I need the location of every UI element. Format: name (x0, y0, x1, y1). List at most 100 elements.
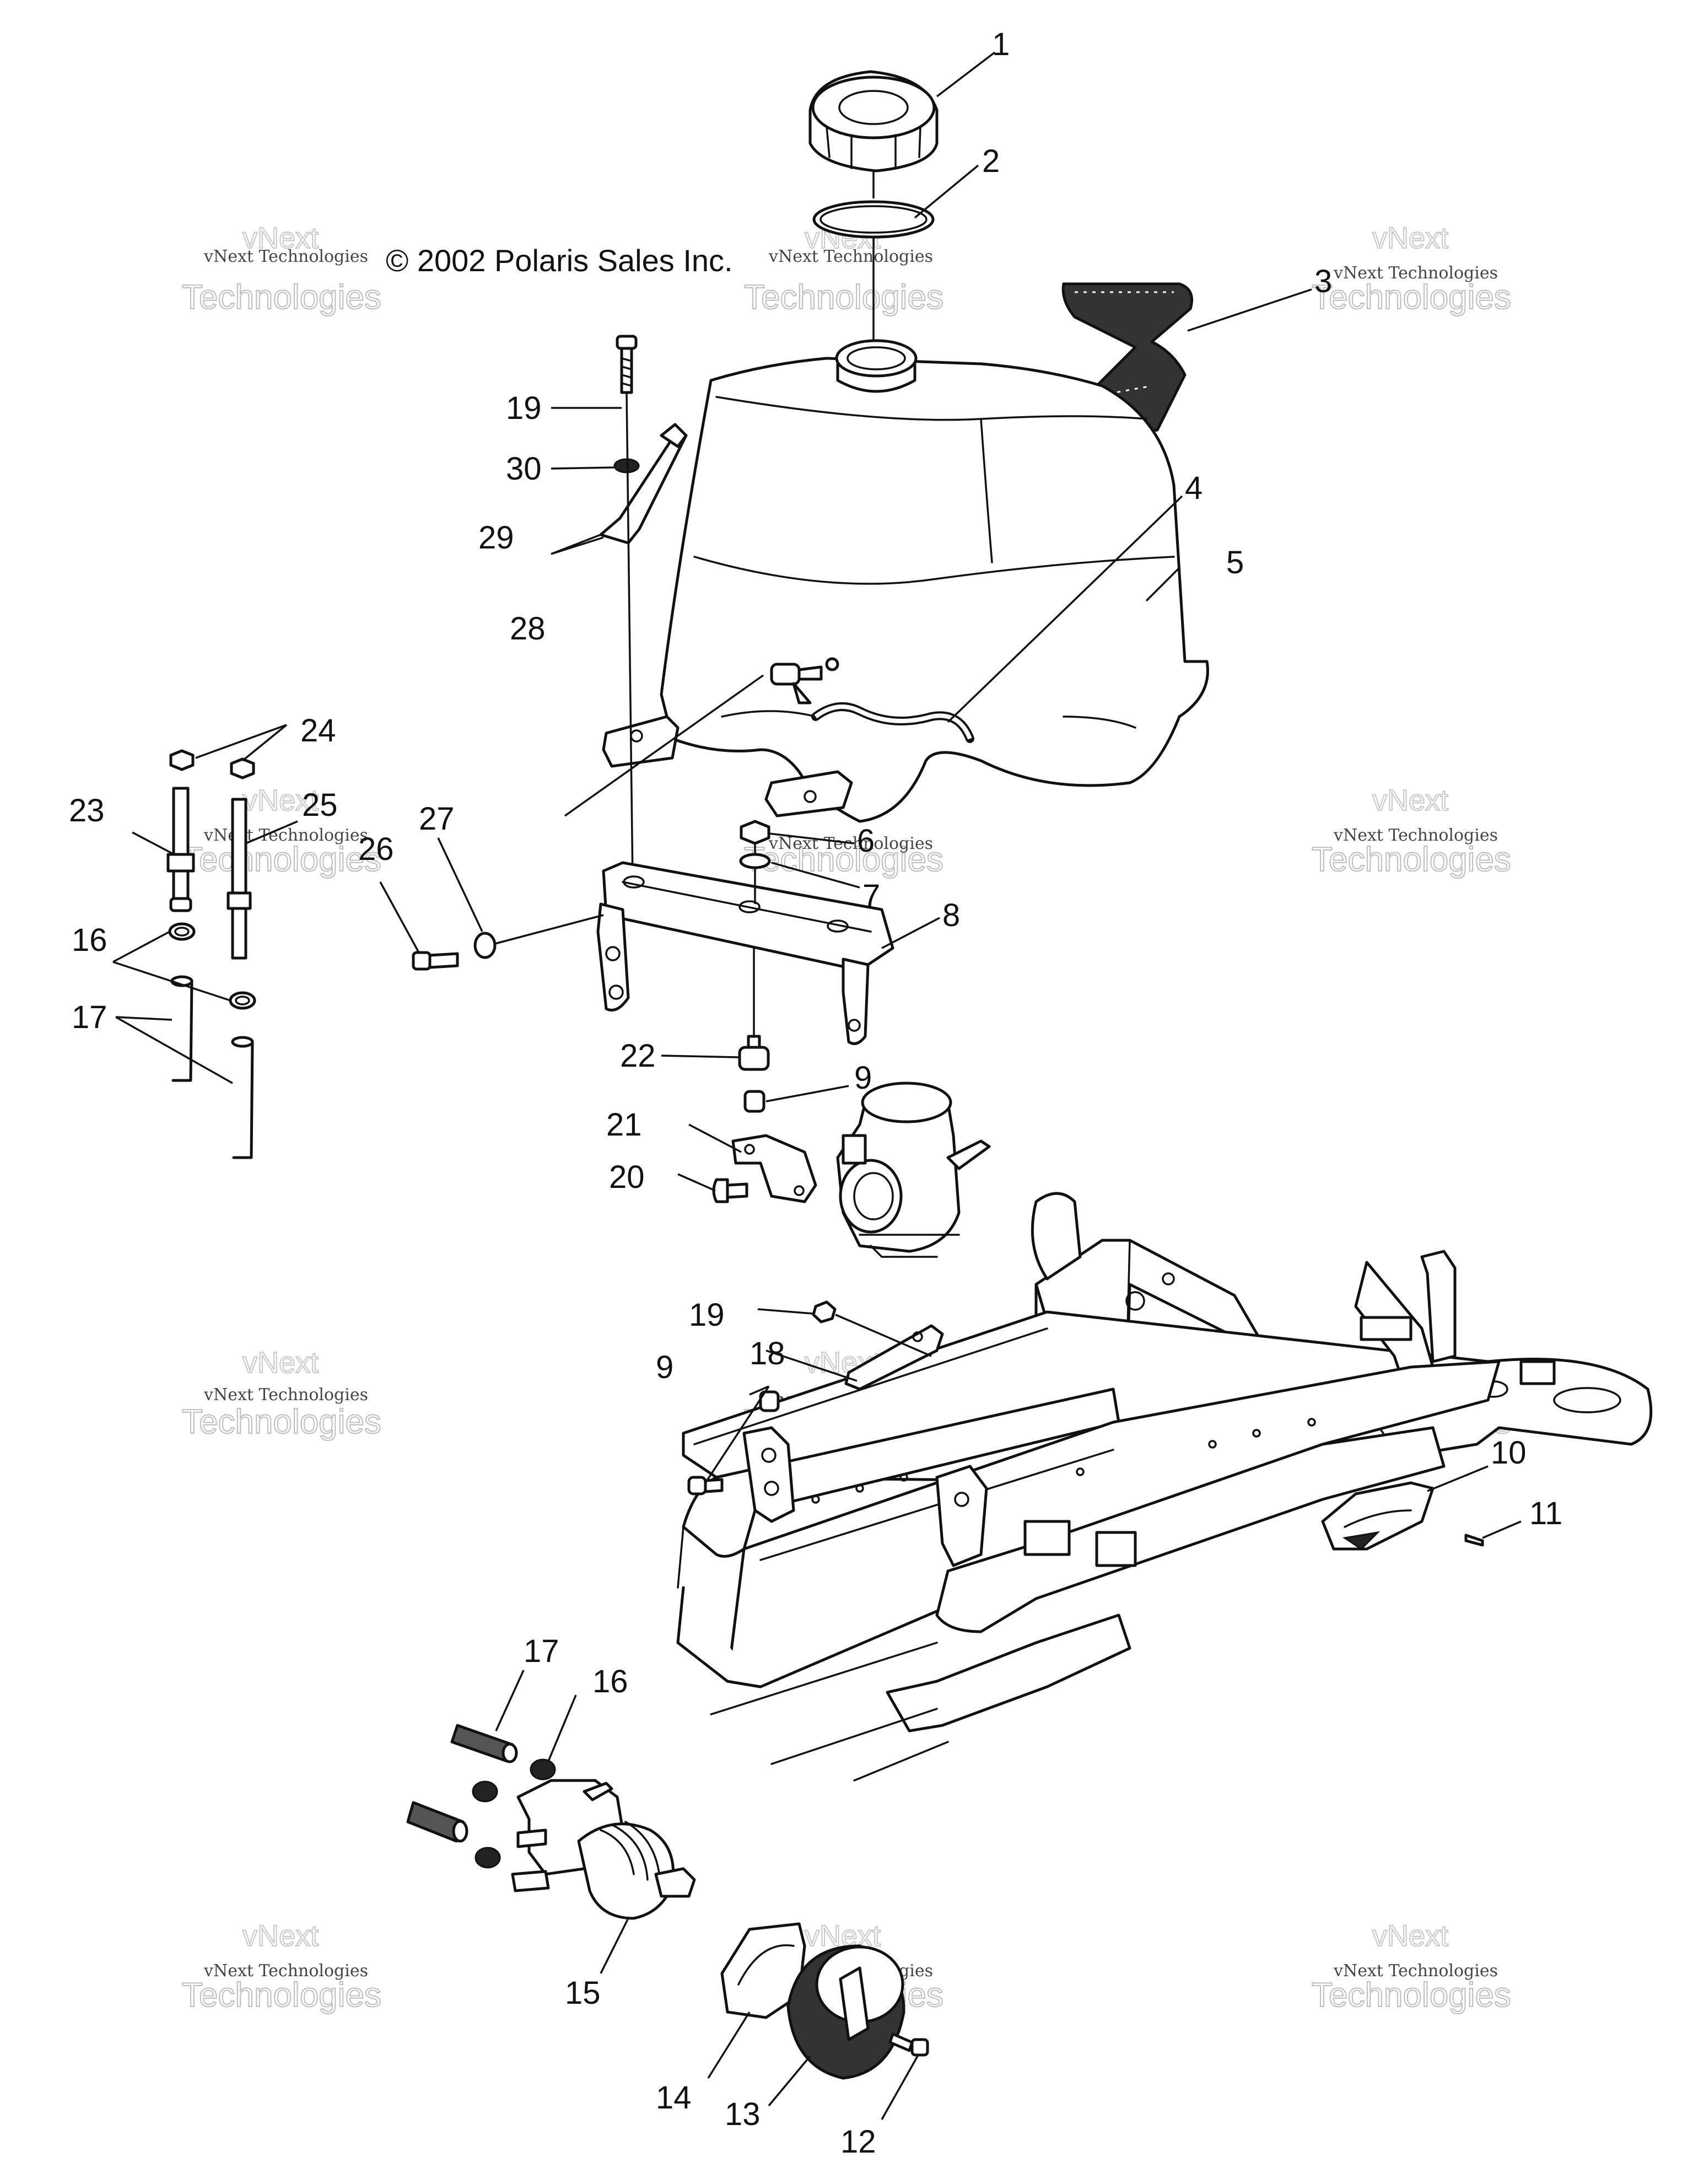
svg-text:vNext Technologies: vNext Technologies (1333, 1961, 1498, 1981)
label-1: 1 (992, 26, 1010, 62)
label-20: 20 (609, 1159, 645, 1195)
mount-washer (739, 853, 771, 869)
side-bolt-axis-line (494, 914, 604, 945)
label-15: 15 (565, 1975, 601, 2011)
watermark-top-right: Technologies vNext vNext Technologies (1311, 221, 1512, 317)
fuel-hose-upper-left (170, 975, 193, 1082)
carburetor (836, 1082, 991, 1258)
svg-text:vNext: vNext (242, 222, 319, 255)
svg-text:vNext: vNext (1372, 784, 1448, 817)
label-30: 30 (506, 451, 542, 487)
label-29: 29 (478, 520, 514, 556)
watermark-mid-left: Technologies vNext vNext Technologies (181, 783, 382, 879)
leader-lines (112, 51, 1522, 2120)
frame-guard (1321, 1481, 1435, 1551)
hose-clamp-lower-b (472, 1780, 498, 1803)
fuel-hose-upper-right (231, 1036, 254, 1159)
label-16-lower: 16 (592, 1664, 628, 1699)
svg-text:vNext Technologies: vNext Technologies (203, 1385, 368, 1405)
watermark-mid-right: Technologies vNext vNext Technologies (1311, 783, 1512, 879)
label-3: 3 (1314, 263, 1332, 299)
label-12: 12 (840, 2124, 876, 2160)
watermark-top-center: Technologies vNext vNext Technologies (743, 221, 944, 317)
knob-screw (888, 2032, 929, 2057)
vent-hose (814, 704, 972, 740)
hose-clamp-lower-c (475, 1847, 501, 1869)
fuel-tank (660, 357, 1209, 823)
label-14: 14 (656, 2080, 692, 2116)
watermark-bottom-right: Technologies vNext vNext Technologies (1311, 1919, 1512, 2015)
fuel-hose-lower-lower (406, 1801, 468, 1843)
svg-text:vNext Technologies: vNext Technologies (768, 247, 933, 266)
svg-text:Technologies: Technologies (744, 841, 943, 879)
label-25: 25 (302, 787, 338, 823)
cap-gasket (812, 200, 935, 239)
frame-strap-bracket (844, 1324, 944, 1391)
svg-text:Technologies: Technologies (1312, 1976, 1511, 2014)
label-9-lower: 9 (656, 1349, 673, 1385)
vehicle-frame (676, 1192, 1653, 1782)
carb-screw (712, 1178, 748, 1203)
frame-grommet-upper (759, 1390, 780, 1412)
svg-text:Technologies: Technologies (182, 1976, 381, 2014)
mount-nut (740, 820, 770, 845)
strap-axis-line (626, 392, 634, 883)
svg-text:vNext: vNext (242, 1919, 319, 1952)
tank-filler-neck (835, 339, 918, 393)
copyright-text: © 2002 Polaris Sales Inc. (386, 243, 733, 278)
label-4: 4 (1185, 470, 1203, 506)
hose-fitting-cap-right (230, 757, 255, 779)
svg-text:Technologies: Technologies (182, 278, 381, 316)
label-19-upper: 19 (506, 390, 542, 426)
front-bracket (596, 861, 894, 1045)
upper-bolt (616, 335, 638, 394)
label-9-upper: 9 (854, 1060, 872, 1096)
svg-text:vNext Technologies: vNext Technologies (203, 1961, 368, 1981)
svg-text:vNext: vNext (1372, 222, 1448, 255)
hose-clamp-lower-a (530, 1758, 556, 1780)
tank-strap-bracket (599, 423, 688, 545)
svg-text:Technologies: Technologies (744, 278, 943, 316)
fuel-line-fitting-23 (166, 787, 195, 912)
label-27: 27 (419, 801, 455, 837)
svg-text:vNext: vNext (1372, 1919, 1448, 1952)
hose-clamp-lower (229, 991, 256, 1010)
fuel-hose-lower-upper (450, 1724, 518, 1763)
watermark-bottom-left: Technologies vNext vNext Technologies (181, 1919, 382, 2015)
carb-mount-grommet (743, 1090, 765, 1113)
hose-clamp-upper (168, 922, 196, 941)
svg-text:vNext Technologies: vNext Technologies (1333, 826, 1498, 845)
side-bolt (412, 951, 459, 971)
svg-text:Technologies: Technologies (182, 1403, 381, 1441)
part-labels: 1 2 3 4 5 6 7 8 9 9 10 11 12 13 14 15 16… (69, 26, 1562, 2160)
hose-fitting-cap-left (169, 749, 195, 771)
svg-text:vNext Technologies: vNext Technologies (203, 826, 368, 845)
rubber-mount (738, 1035, 770, 1071)
watermark-top-left: Technologies vNext vNext Technologies (181, 221, 382, 317)
svg-text:vNext: vNext (242, 1346, 319, 1379)
label-11: 11 (1529, 1496, 1562, 1531)
label-22: 22 (620, 1038, 656, 1074)
vent-valve (770, 657, 839, 704)
label-17-upper: 17 (72, 999, 107, 1035)
label-21: 21 (606, 1107, 642, 1143)
label-28: 28 (510, 611, 546, 647)
tank-mount-tab-left (602, 715, 680, 768)
svg-text:vNext Technologies: vNext Technologies (1333, 263, 1498, 283)
label-26: 26 (358, 831, 394, 867)
watermark-lower-left: Technologies vNext vNext Technologies (181, 1346, 382, 1441)
label-18: 18 (750, 1336, 785, 1371)
carb-bracket (731, 1134, 817, 1203)
fuel-valve (511, 1779, 696, 1920)
label-7: 7 (862, 878, 880, 914)
label-10: 10 (1491, 1435, 1527, 1471)
svg-text:vNext: vNext (242, 784, 319, 817)
label-2: 2 (982, 143, 1000, 179)
guard-screw (1464, 1534, 1484, 1547)
label-13: 13 (725, 2096, 761, 2132)
label-5: 5 (1226, 545, 1244, 580)
side-washer (473, 932, 497, 959)
svg-text:Technologies: Technologies (1312, 278, 1511, 316)
label-6: 6 (857, 823, 875, 859)
